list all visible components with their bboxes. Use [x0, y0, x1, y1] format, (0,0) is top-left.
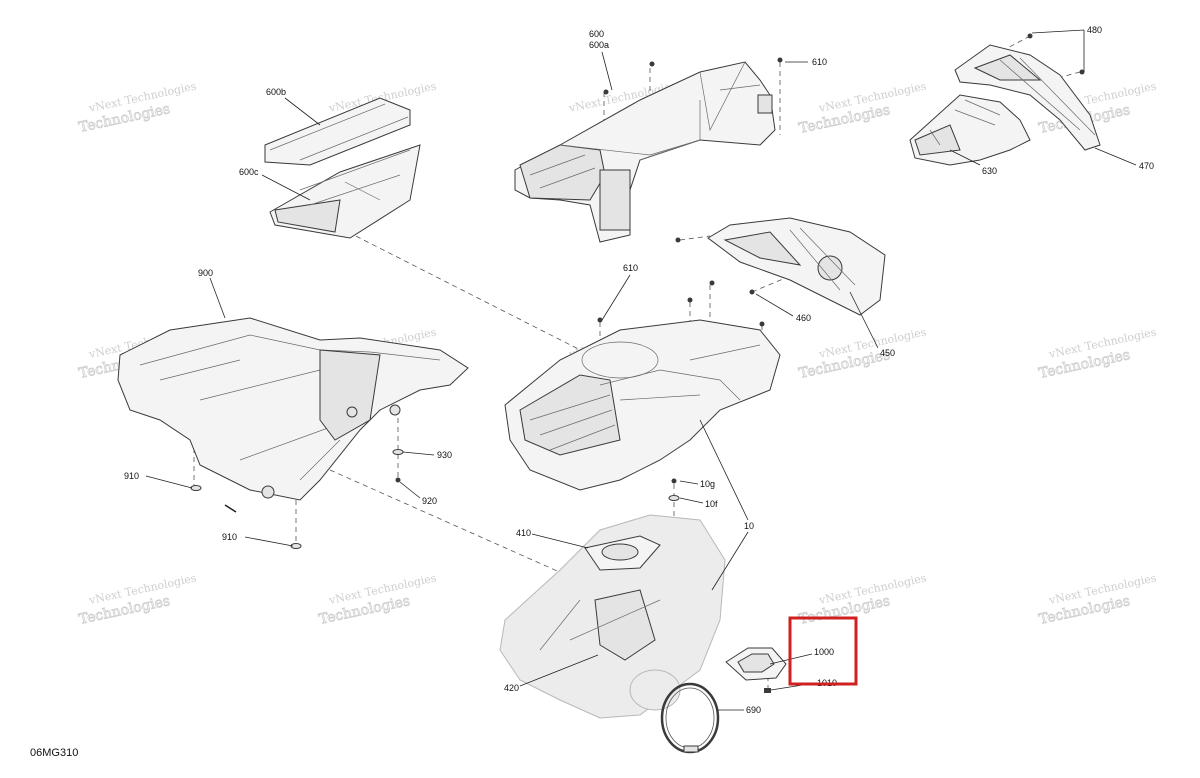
- callout-900: 900: [198, 268, 213, 278]
- callout-630: 630: [982, 166, 997, 176]
- cushion-part-600b: [264, 97, 411, 166]
- callout-410: 410: [516, 528, 531, 538]
- upper-console-part-600: [514, 61, 776, 243]
- callout-600: 600: [589, 29, 604, 39]
- callout-470: 470: [1139, 161, 1154, 171]
- callout-920: 920: [422, 496, 437, 506]
- callout-690: 690: [746, 705, 761, 715]
- callout-610-top: 610: [812, 57, 827, 67]
- callout-420: 420: [504, 683, 519, 693]
- callout-460: 460: [796, 313, 811, 323]
- leader-lines: [145, 29, 1137, 711]
- duct-part-410: [584, 535, 661, 571]
- callout-480: 480: [1087, 25, 1102, 35]
- callout-910-b: 910: [222, 532, 237, 542]
- callout-600a: 600a: [589, 40, 609, 50]
- fasteners: [190, 33, 1085, 549]
- callout-600c: 600c: [239, 167, 259, 177]
- callout-910-a: 910: [124, 471, 139, 481]
- callout-10: 10: [744, 521, 754, 531]
- callout-450: 450: [880, 348, 895, 358]
- figure-code: 06MG310: [30, 747, 78, 759]
- side-panel-part-450: [707, 217, 886, 316]
- floor-tray-part-900: [117, 317, 469, 501]
- callout-10g: 10g: [700, 479, 715, 489]
- frame-part-600c: [269, 144, 421, 239]
- highlight-box-1000: [788, 616, 858, 686]
- clamp-part-690: [660, 682, 720, 754]
- callout-10f: 10f: [705, 499, 718, 509]
- side-panel-part-630: [909, 94, 1031, 166]
- callout-600b: 600b: [266, 87, 286, 97]
- assembly-lines: [193, 35, 1081, 690]
- cover-part-1000: [725, 647, 787, 681]
- side-panel-part-470: [954, 44, 1101, 151]
- callout-610-mid: 610: [623, 263, 638, 273]
- callout-930: 930: [437, 450, 452, 460]
- console-housing-part-10: [504, 319, 781, 491]
- callout-1000: 1000: [814, 647, 834, 657]
- fastener-part-1010: [764, 688, 771, 693]
